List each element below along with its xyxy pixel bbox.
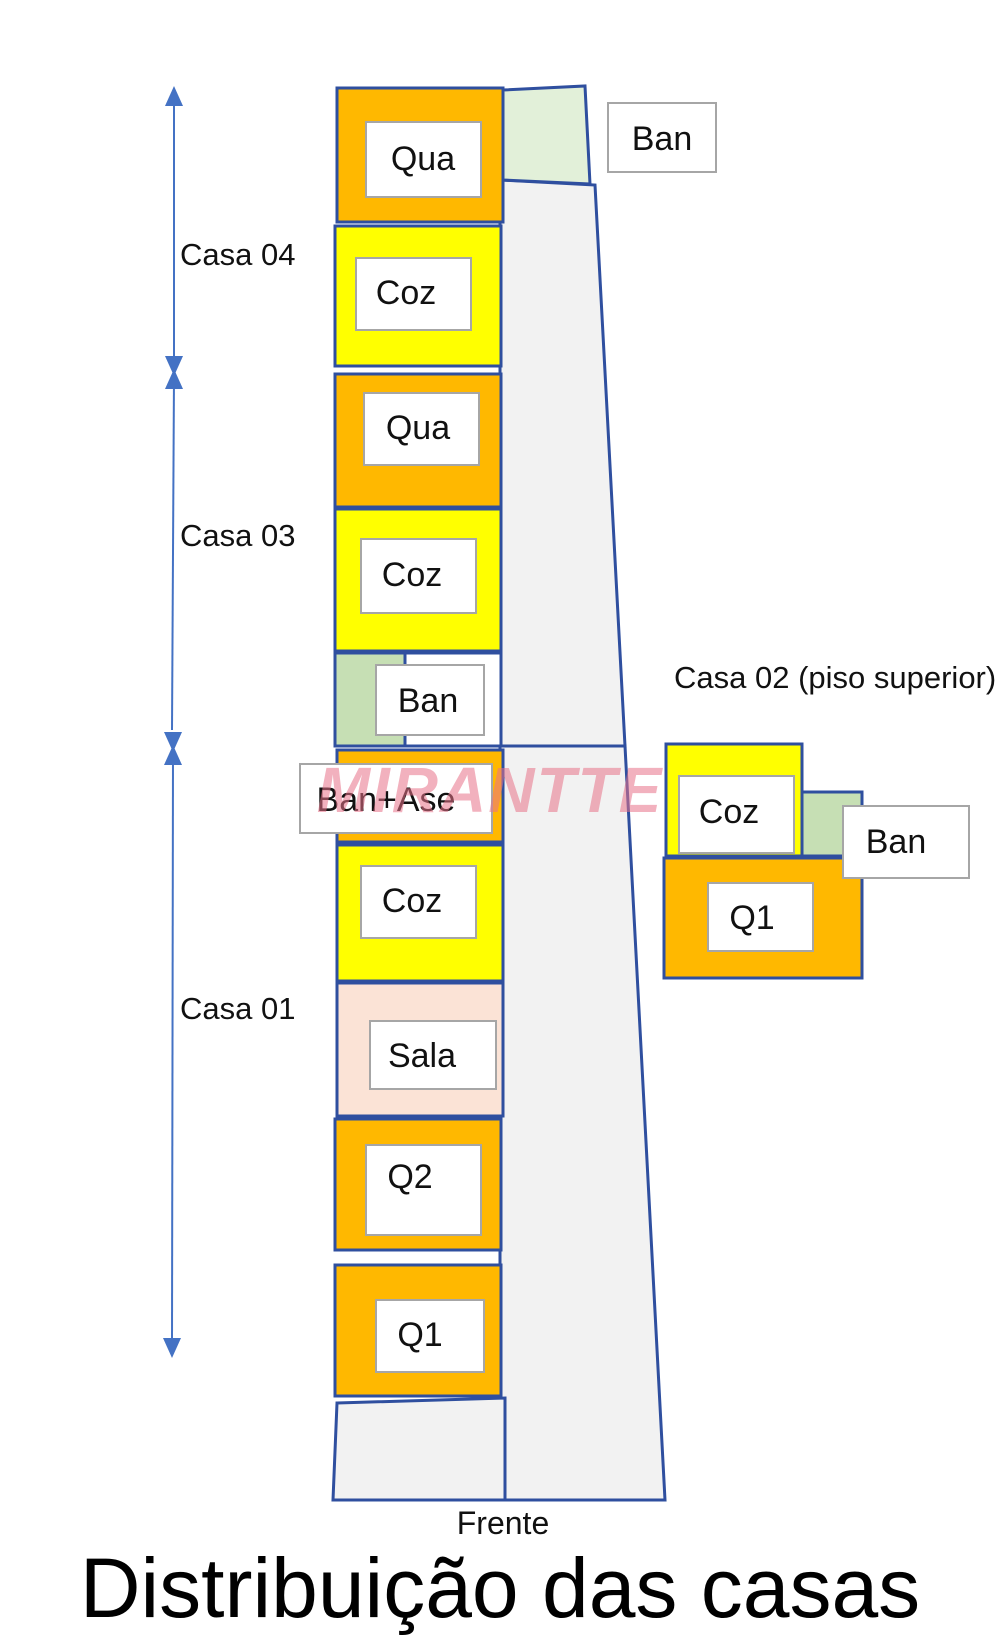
- watermark: MIRANTTE: [317, 754, 664, 826]
- casa01-dimension-arrow: [163, 745, 182, 1358]
- frente-label: Frente: [457, 1505, 549, 1541]
- casa01-kitchen-label: Coz: [382, 882, 442, 920]
- casa02-bathroom-label-box: [842, 805, 970, 879]
- diagram-title: Distribuição das casas: [80, 1541, 920, 1635]
- casa04-bathroom-label: Ban: [632, 120, 693, 158]
- casa03-kitchen-label: Coz: [382, 556, 442, 594]
- casa04-bedroom-label: Qua: [391, 140, 455, 178]
- casa02-kitchen-label-box: [678, 775, 795, 854]
- casa01-living-label-box: [369, 1020, 497, 1090]
- casa01-bedroom-2-label-box: [365, 1144, 482, 1236]
- casa03-kitchen-label-box: [360, 538, 477, 614]
- frente-area: [331, 1396, 507, 1502]
- casa04-kitchen-label: Coz: [376, 274, 436, 312]
- casa02-bathroom-label: Ban: [866, 823, 927, 861]
- casa02-label: Casa 02 (piso superior): [674, 660, 996, 695]
- casa01-label: Casa 01: [180, 991, 295, 1026]
- casa04-bathroom-label-box: [607, 102, 717, 173]
- casa04-bathroom: [501, 84, 592, 186]
- casa03-bathroom-label-box: [375, 664, 485, 736]
- casa03-bedroom-label-box: [363, 392, 480, 466]
- casa02-kitchen-label: Coz: [699, 793, 759, 831]
- casa03-bathroom-label: Ban: [398, 682, 459, 720]
- corridor-upper: [498, 178, 627, 748]
- casa02-bedroom-label-box: [707, 882, 814, 952]
- casa03-bedroom-label: Qua: [386, 409, 450, 447]
- casa04-bedroom-label-box: [365, 121, 482, 198]
- casa04-label: Casa 04: [180, 237, 295, 272]
- corridor-lower: [498, 744, 667, 1502]
- casa01-laundry-label-box: [299, 763, 493, 834]
- casa04-kitchen-label-box: [355, 257, 472, 331]
- casa01-kitchen-label-box: [360, 865, 477, 939]
- casa03-label: Casa 03: [180, 518, 295, 553]
- casa02-bedroom-label: Q1: [729, 899, 774, 937]
- casa03-dimension-arrow: [164, 369, 183, 752]
- casa01-laundry-label: Ban+Ase: [317, 781, 456, 819]
- casa01-bedroom-1-label-box: [375, 1299, 485, 1373]
- casa01-bedroom-1-label: Q1: [397, 1316, 442, 1354]
- casa01-bedroom-2-label: Q2: [387, 1158, 432, 1196]
- casa01-living-label: Sala: [388, 1037, 456, 1075]
- casa04-dimension-arrow: [165, 86, 183, 376]
